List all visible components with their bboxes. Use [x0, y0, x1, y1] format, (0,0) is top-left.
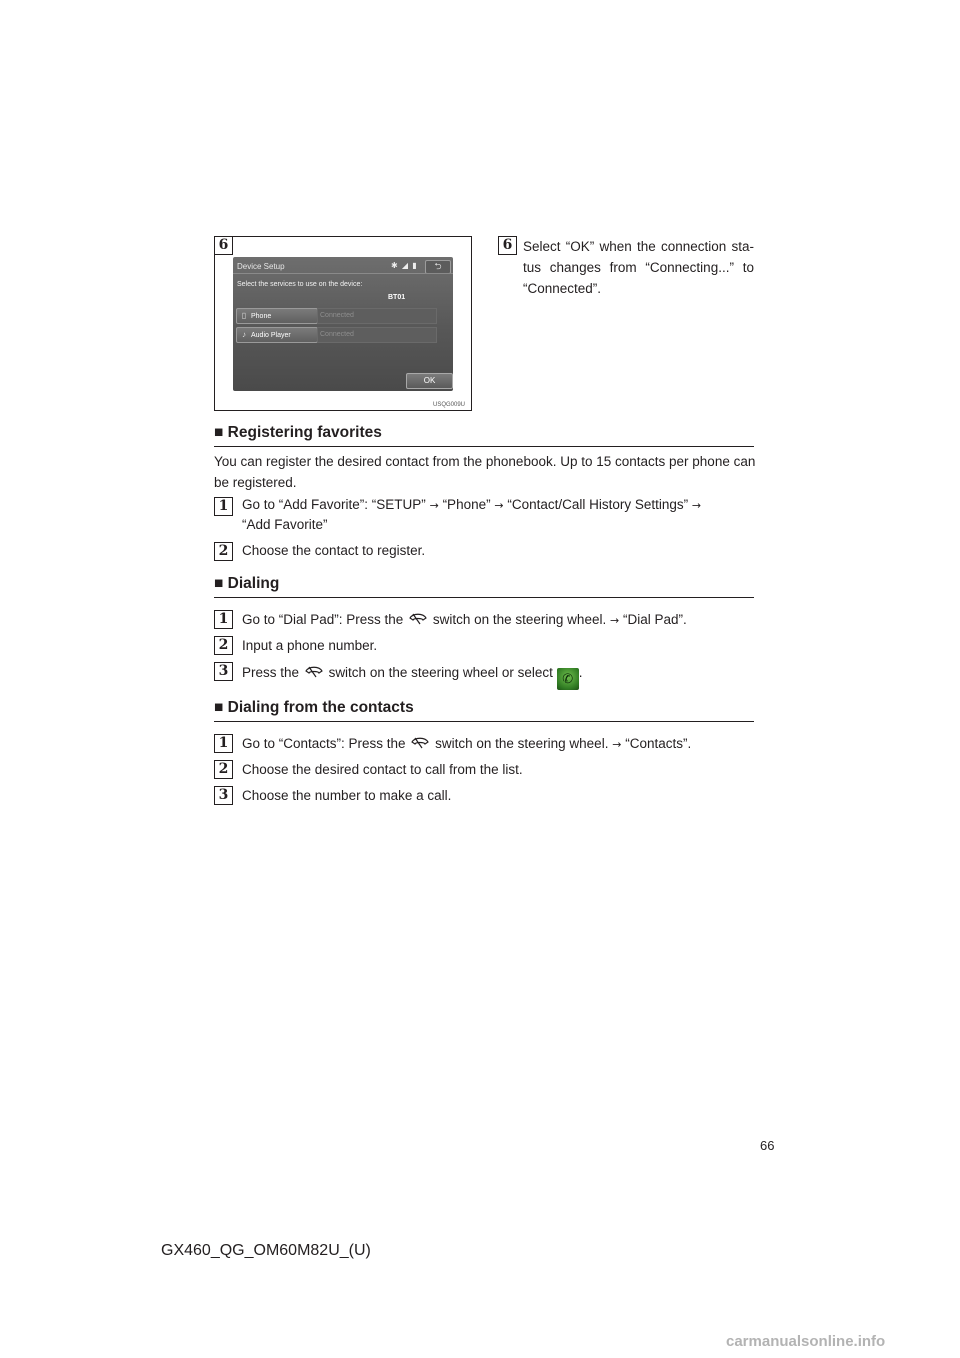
- step-text: Choose the number to make a call.: [242, 788, 452, 803]
- audio-player-service-button[interactable]: ♪ Audio Player: [236, 327, 318, 343]
- step-text: Go to “Dial Pad”: Press the switch on th…: [242, 611, 687, 627]
- music-note-icon: ♪: [242, 330, 246, 339]
- step-fragment: switch on the steering wheel.: [435, 736, 609, 751]
- section-rule: [214, 446, 754, 447]
- document-code: GX460_QG_OM60M82U_(U): [161, 1242, 371, 1259]
- step-badge: 6: [498, 236, 517, 255]
- step-badge: 1: [214, 497, 233, 516]
- arrow-icon: →: [494, 499, 504, 512]
- back-button[interactable]: ⮌: [425, 260, 451, 274]
- audio-service-status: Connected: [317, 327, 437, 343]
- phone-icon: ▯: [241, 311, 247, 320]
- step-badge: 2: [214, 760, 233, 779]
- step-fragment: “Phone”: [442, 497, 491, 512]
- step-badge: 2: [214, 636, 233, 655]
- step-badge: 2: [214, 542, 233, 561]
- arrow-icon: →: [612, 738, 622, 751]
- figure-step-badge: 6: [214, 236, 233, 255]
- phone-handset-icon: [304, 666, 323, 678]
- step-fragment: Go to “Add Favorite”: “SETUP”: [242, 497, 426, 512]
- screen-figure: 6 Device Setup ✱ ◢ ▮ ⮌ Select the servic…: [214, 236, 472, 411]
- section-rule: [214, 597, 754, 598]
- step-fragment: “Dial Pad”.: [622, 612, 687, 627]
- page-number: 66: [760, 1138, 775, 1153]
- step-fragment: “Contact/Call History Settings”: [507, 497, 689, 512]
- arrow-icon: →: [429, 499, 439, 512]
- step-text: Go to “Contacts”: Press the switch on th…: [242, 735, 691, 751]
- section-description: You can register the desired contact fro…: [214, 451, 759, 493]
- step-badge: 1: [214, 734, 233, 753]
- step-text: Choose the desired contact to call from …: [242, 762, 523, 777]
- step-text: Go to “Add Favorite”: “SETUP” → “Phone” …: [242, 497, 701, 512]
- text-line: tus changes from “Connecting...” to: [523, 260, 754, 275]
- device-name: BT01: [388, 294, 406, 301]
- step-badge: 1: [214, 610, 233, 629]
- text-line: be registered.: [214, 475, 297, 490]
- step-fragment: switch on the steering wheel.: [432, 612, 607, 627]
- section-heading: ■ Dialing: [214, 575, 280, 592]
- service-label: Phone: [251, 313, 272, 320]
- step-fragment: switch on the steering wheel or select: [328, 665, 553, 680]
- phone-handset-icon: [409, 613, 427, 625]
- section-heading: ■ Dialing from the contacts: [214, 699, 414, 716]
- service-label: Audio Player: [251, 332, 291, 339]
- step-badge: 3: [214, 786, 233, 805]
- text-line: You can register the desired contact fro…: [214, 454, 756, 469]
- section-heading: ■ Registering favorites: [214, 424, 382, 441]
- screen-divider: [233, 273, 453, 274]
- phone-service-button[interactable]: ▯ Phone: [236, 308, 318, 324]
- device-setup-screen: Device Setup ✱ ◢ ▮ ⮌ Select the services…: [233, 257, 453, 391]
- step-fragment: Press the: [242, 665, 300, 680]
- watermark: carmanualsonline.info: [726, 1333, 886, 1350]
- figure-code: USQG009U: [432, 402, 465, 408]
- screen-title: Device Setup: [237, 262, 285, 271]
- phone-handset-icon: [411, 737, 430, 749]
- screen-subtitle: Select the services to use on the device…: [237, 281, 363, 288]
- step-fragment: Go to “Contacts”: Press the: [242, 736, 406, 751]
- step-fragment: Go to “Dial Pad”: Press the: [242, 612, 404, 627]
- phone-service-status: Connected: [317, 308, 437, 324]
- ok-button[interactable]: OK: [406, 373, 453, 389]
- green-call-button-icon: ✆: [556, 668, 579, 690]
- step-fragment: “Contacts”.: [625, 736, 692, 751]
- step-text: Input a phone number.: [242, 638, 378, 653]
- arrow-icon: →: [691, 499, 702, 512]
- text-line: “Connected”.: [523, 281, 602, 296]
- section-rule: [214, 721, 754, 722]
- arrow-icon: →: [609, 614, 620, 627]
- step-badge: 3: [214, 662, 233, 681]
- step-text: Press the switch on the steering wheel o…: [242, 664, 582, 690]
- text-line: Select “OK” when the connection sta-: [523, 239, 754, 254]
- step-fragment: .: [578, 665, 583, 680]
- intro-step-text: Select “OK” when the connection sta- tus…: [523, 236, 754, 299]
- status-icons: ✱ ◢ ▮: [391, 261, 418, 270]
- step-text: Choose the contact to register.: [242, 543, 426, 558]
- step-text-continued: “Add Favorite”: [242, 517, 328, 532]
